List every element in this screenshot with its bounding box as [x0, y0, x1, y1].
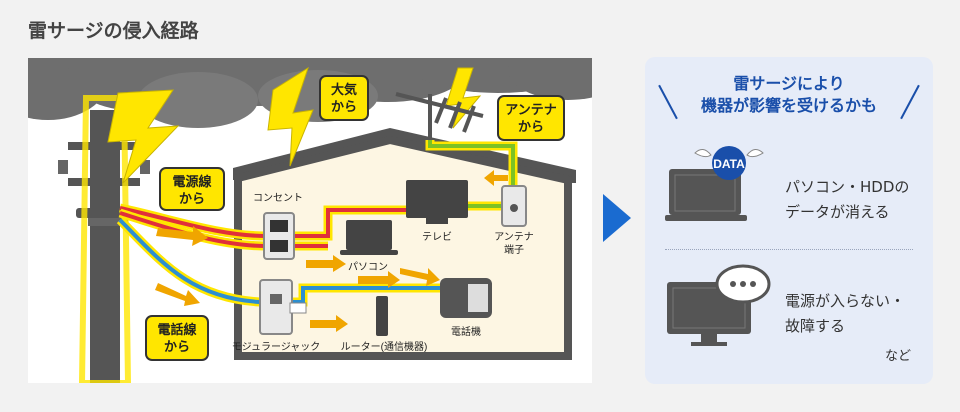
telephone-label: 電話機 [451, 325, 481, 338]
tv-label: テレビ [422, 231, 452, 243]
footnote: など [884, 349, 911, 364]
antenna-label-1: アンテナ [505, 102, 556, 117]
modular-label: モジュラージャック [232, 341, 321, 353]
antenna-port-label-1: アンテナ [494, 231, 534, 243]
outlet-label: コンセント [253, 192, 303, 204]
antenna [395, 92, 484, 143]
data-badge: DATA [713, 157, 745, 171]
router-label: ルーター(通信機器) [341, 340, 428, 353]
air-label-2: から [331, 99, 357, 114]
house-scene: 大気 から アンテナ から 電源線 から 電話線 から コンセント テレビ アン… [28, 58, 592, 383]
laptop-data-icon: DATA [665, 146, 764, 221]
antenna-label-2: から [518, 119, 544, 134]
surge-diagram: 大気 から アンテナ から 電源線 から 電話線 から コンセント テレビ アン… [28, 58, 592, 383]
power-label-2: から [179, 191, 205, 206]
power-label-1: 電源線 [172, 174, 212, 189]
impact-item-1: パソコン・HDDの データが消える [785, 178, 910, 221]
impact-panel: 雷サージにより 機器が影響を受けるかも DATA パソコン・HDDの データが消… [645, 57, 933, 384]
panel-heading: 雷サージにより 機器が影響を受けるかも [700, 74, 877, 115]
impact-item-2: 電源が入らない・ 故障する [785, 292, 906, 335]
phone-label-2: から [164, 339, 190, 354]
pc-label: パソコン [348, 261, 388, 273]
antenna-port-label-2: 端子 [504, 243, 524, 256]
surge-arrows [155, 170, 508, 332]
phone-label-1: 電話線 [157, 322, 197, 337]
label-bubbles [145, 75, 565, 361]
utility-pole [58, 95, 150, 383]
divider [665, 249, 913, 250]
monitor-speech-icon [667, 264, 771, 346]
air-label-1: 大気 [331, 82, 357, 97]
arrow-right-icon [603, 194, 631, 242]
page-title: 雷サージの侵入経路 [28, 20, 199, 42]
